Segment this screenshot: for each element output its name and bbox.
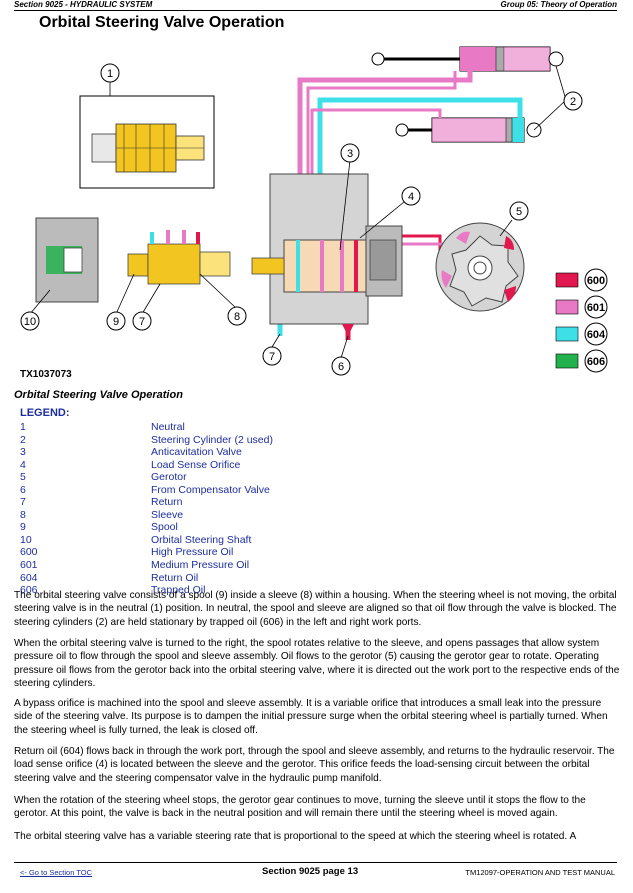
body-paragraph: Return oil (604) flows back in through t… — [14, 746, 615, 784]
section-label: Section 9025 - HYDRAULIC SYSTEM — [14, 0, 153, 9]
color-key: 600 601 604 606 — [555, 268, 608, 373]
callout-8: 8 — [227, 306, 247, 326]
body-paragraph: When the orbital steering valve is turne… — [14, 638, 620, 689]
body-paragraph: The orbital steering valve has a variabl… — [14, 831, 577, 842]
callout-1: 1 — [100, 63, 120, 83]
svg-text:5: 5 — [516, 206, 522, 218]
callout-4: 4 — [401, 186, 421, 206]
neutral-inset — [79, 95, 215, 189]
body-paragraph: The orbital steering valve consists of a… — [14, 590, 617, 628]
svg-text:6: 6 — [338, 361, 344, 373]
legend-title: LEGEND: — [20, 407, 70, 419]
svg-text:1: 1 — [107, 68, 113, 80]
page-title: Orbital Steering Valve Operation — [39, 14, 285, 31]
svg-text:8: 8 — [234, 311, 240, 323]
key-601: 601 — [555, 295, 608, 319]
footer-manual-title: TM12097-OPERATION AND TEST MANUAL — [465, 868, 615, 877]
callout-10: 10 — [20, 311, 40, 331]
svg-text:600: 600 — [587, 275, 605, 287]
page-header: Section 9025 - HYDRAULIC SYSTEM Group 05… — [0, 0, 633, 12]
callout-7-left: 7 — [132, 311, 152, 331]
steering-valve-diagram: 1 2 3 4 5 6 7 7 8 9 10 600 601 604 606 — [20, 46, 608, 376]
svg-text:7: 7 — [269, 351, 275, 363]
svg-text:606: 606 — [587, 356, 605, 368]
key-606: 606 — [555, 349, 608, 373]
svg-text:9: 9 — [113, 316, 119, 328]
footer-page-number: Section 9025 page 13 — [262, 866, 359, 877]
svg-text:4: 4 — [408, 191, 414, 203]
go-to-section-toc-link[interactable]: <- Go to Section TOC — [20, 868, 93, 877]
key-600: 600 — [555, 268, 608, 292]
callout-7-right: 7 — [262, 346, 282, 366]
header-rule — [14, 10, 617, 11]
gerotor — [435, 222, 525, 312]
svg-text:2: 2 — [570, 96, 576, 108]
callout-5: 5 — [509, 201, 529, 221]
spool-sleeve-exploded — [35, 217, 231, 303]
callout-3: 3 — [340, 143, 360, 163]
callout-9: 9 — [106, 311, 126, 331]
figure-tx-number: TX1037073 — [20, 369, 72, 380]
callout-leaders — [29, 65, 567, 359]
valve-housing — [251, 173, 403, 336]
steering-cylinders — [371, 46, 564, 143]
callout-2: 2 — [563, 91, 583, 111]
body-paragraph: A bypass orifice is machined into the sp… — [14, 698, 608, 736]
figure-caption: Orbital Steering Valve Operation — [14, 389, 183, 401]
callout-circles: 1 2 3 4 5 6 7 7 8 9 10 — [20, 63, 583, 376]
body-paragraph: When the rotation of the steering wheel … — [14, 795, 586, 820]
callout-6: 6 — [331, 356, 351, 376]
svg-text:10: 10 — [24, 316, 36, 328]
svg-text:601: 601 — [587, 302, 605, 314]
svg-text:604: 604 — [587, 329, 606, 341]
group-label: Group 05: Theory of Operation — [500, 0, 617, 9]
svg-text:7: 7 — [139, 316, 145, 328]
svg-text:3: 3 — [347, 148, 353, 160]
key-604: 604 — [555, 322, 608, 346]
footer-rule — [14, 862, 617, 863]
